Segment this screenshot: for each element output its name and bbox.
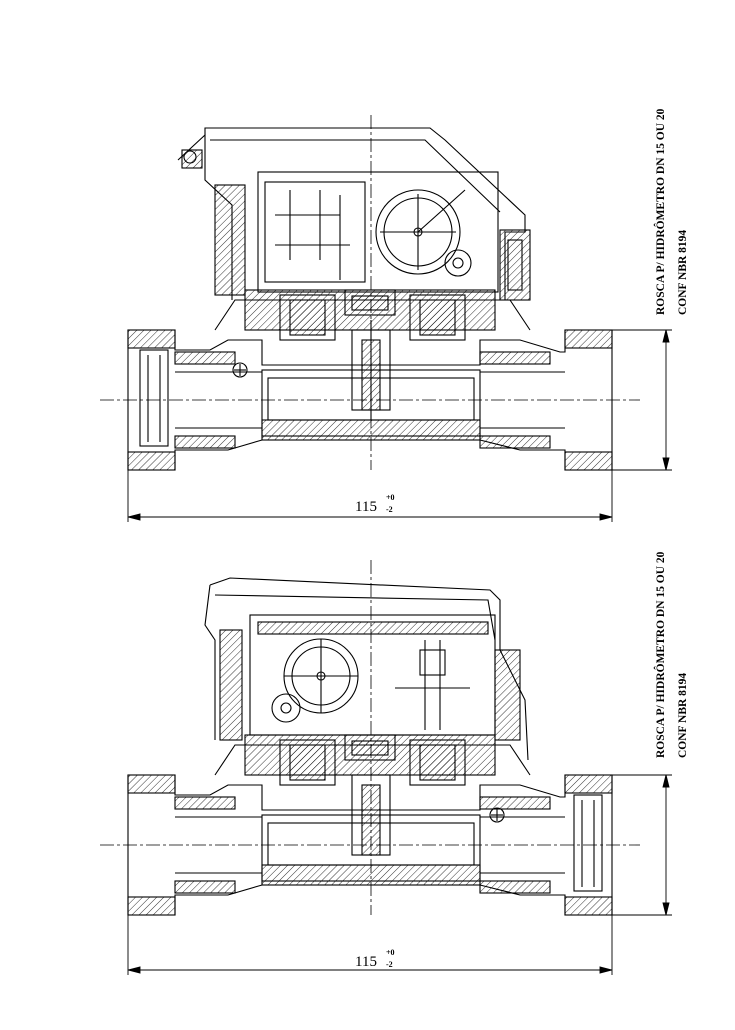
tolerance-lower-top: -2	[386, 505, 393, 514]
thread-note-bottom: ROSCA P/ HIDRÔMETRO DN 15 OU 20	[653, 551, 667, 758]
meter-body	[127, 774, 613, 916]
tolerance-lower-bottom: -2	[386, 960, 393, 969]
water-meter-drawing-top	[100, 115, 672, 522]
standard-note-top: CONF NBR 8194	[677, 230, 689, 315]
standard-note-bottom: CONF NBR 8194	[677, 673, 689, 758]
dimension-lines	[127, 329, 672, 522]
dimension-value-top: 115	[355, 499, 377, 515]
water-meter-drawing-bottom	[100, 560, 672, 975]
tolerance-upper-top: +0	[386, 493, 395, 502]
dimension-value-bottom: 115	[355, 954, 377, 970]
meter-body	[127, 320, 613, 471]
dimension-lines	[127, 774, 672, 975]
centerlines	[100, 560, 640, 915]
register-housing	[204, 577, 531, 786]
centerlines	[100, 115, 640, 470]
register-housing	[177, 127, 531, 341]
tolerance-upper-bottom: +0	[386, 948, 395, 957]
thread-note-top: ROSCA P/ HIDRÔMETRO DN 15 OU 20	[653, 108, 667, 315]
